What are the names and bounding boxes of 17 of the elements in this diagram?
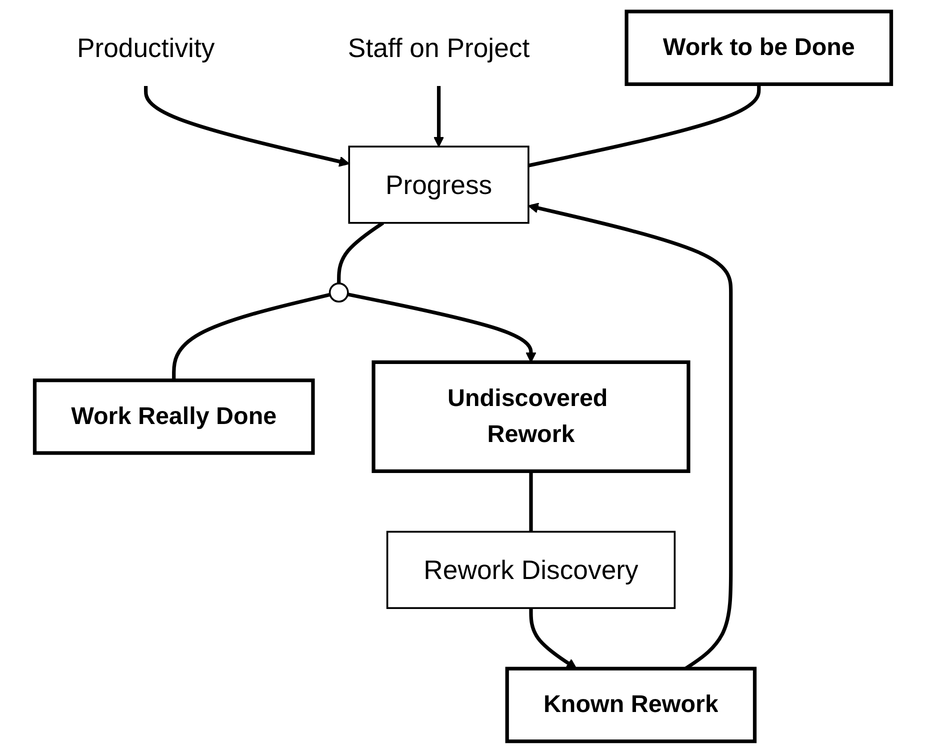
arrow (347, 292, 536, 363)
node-box: Work to be Done (624, 10, 894, 86)
node-text: Staff on Project (348, 32, 530, 63)
arrow (433, 86, 444, 148)
node-box: Work Really Done (32, 378, 315, 455)
connector (337, 221, 384, 284)
node-circle (328, 282, 349, 303)
node-box: Progress (348, 146, 530, 224)
node-text: Productivity (76, 32, 215, 63)
node-box: Undiscovered Rework (372, 360, 690, 473)
connector (172, 292, 330, 380)
arrow (144, 86, 350, 167)
arrow (529, 608, 577, 670)
node-box: Known Rework (505, 666, 757, 744)
connector (528, 84, 761, 168)
node-box: Rework Discovery (386, 530, 676, 609)
connector (529, 471, 533, 532)
